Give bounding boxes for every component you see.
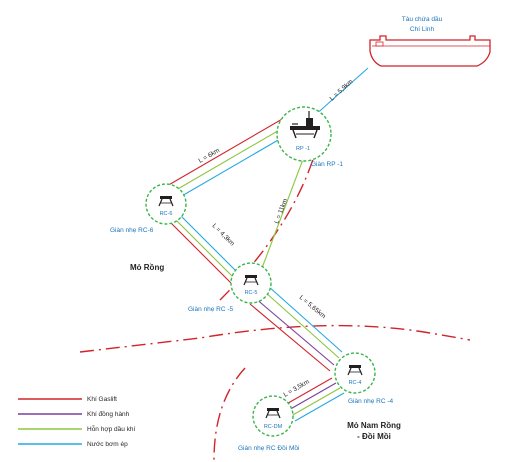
pipeline-rc4-rcdm (282, 377, 345, 422)
pipeline-tanker-rp1 (312, 67, 369, 118)
platform-rcdm-ring[interactable] (252, 395, 294, 437)
platform-rp1-name: Giàn RP -1 (311, 161, 343, 168)
platform-rc6-tag: RC-6 (160, 211, 173, 217)
platform-rc4-tag: RC-4 (349, 380, 362, 386)
field-nam-rong-label-line2: - Đồi Mồi (357, 432, 391, 441)
platform-rc4-ring[interactable] (334, 352, 376, 394)
tanker-ship-icon (369, 35, 491, 67)
pipeline-rc5-rc4 (249, 285, 343, 372)
distance-rc6-rp1: L = 6km (198, 147, 221, 165)
platform-rc5-ring[interactable] (230, 262, 272, 304)
legend-label-gaslift: Khí Gaslift (87, 396, 117, 403)
legend-label-oil-gas-mix: Hỗn hợp dầu khí (87, 424, 136, 433)
legend-label-associated-gas: Khí đồng hành (87, 409, 130, 418)
platform-rc4-icon (347, 365, 363, 376)
platform-rcdm-tag: RC-DM (264, 424, 283, 430)
platform-rc6-icon (158, 196, 174, 207)
platform-rp1-icon (290, 111, 320, 139)
tanker-name-line1: Tàu chứa dầu (402, 14, 443, 23)
platform-rc5-name: Giàn nhẹ RC -5 (188, 306, 234, 313)
tanker-name-line2: Chí Linh (410, 26, 435, 33)
platform-rcdm-icon (265, 408, 281, 419)
field-nam-rong-label-line1: Mỏ Nam Rồng (347, 421, 401, 430)
platform-rc6-name: Giàn nhẹ RC-6 (110, 227, 154, 234)
field-boundary-main (79, 324, 471, 353)
distance-rc4-rcdm: L = 3,5km (283, 378, 311, 398)
platform-rcdm-name: Giàn nhẹ RC Đồi Mồi (238, 443, 299, 452)
platform-rc5-tag: RC-5 (245, 290, 258, 296)
platform-rc6-ring[interactable] (145, 183, 187, 225)
distance-rc5-rp1: L = 11km (273, 198, 289, 225)
pipeline-rc5-rp1 (261, 153, 306, 269)
field-boundary-south (213, 367, 246, 461)
pipeline-rc6-rc5 (164, 208, 241, 284)
distance-rc6-rc5: L = 4,3km (211, 222, 236, 247)
platform-rc4-name: Giàn nhẹ RC -4 (348, 398, 394, 405)
pipeline-rc6-rp1 (159, 117, 293, 205)
legend: Khí Gaslift Khí đồng hành Hỗn hợp dầu kh… (18, 396, 136, 448)
platform-rp1-tag: RP -1 (296, 146, 310, 152)
legend-label-water-injection: Nước bơm ép (87, 441, 128, 448)
distance-tanker-rp1: L = 5,9km (329, 78, 355, 102)
field-mo-rong-label: Mỏ Rồng (130, 263, 164, 272)
platform-rc5-icon (243, 275, 259, 286)
